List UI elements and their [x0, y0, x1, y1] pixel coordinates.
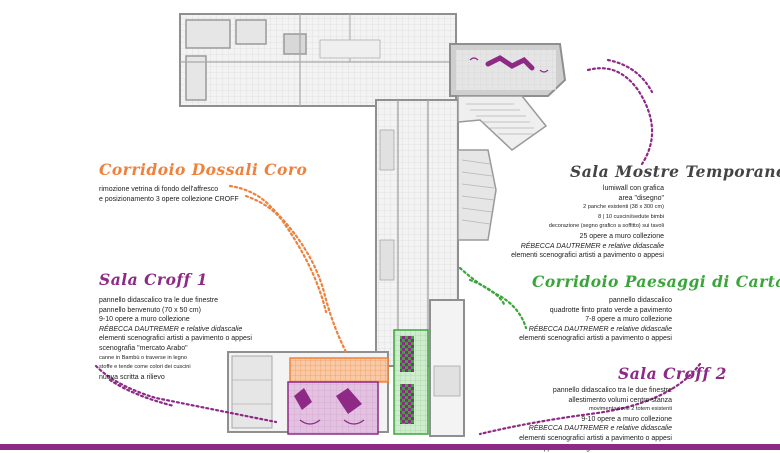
sala-mostre-line-4: 8 | 10 cuscini/sedute bimbi [598, 213, 664, 220]
sala-mostre-line-8: elementi scenografici artisti a paviment… [511, 252, 664, 260]
corridoio-paesaggi-line-4: RÉBECCA DAUTREMER e relative didascalie [528, 325, 672, 333]
sala-croff-1-area [287, 381, 379, 435]
footprints-orange [228, 184, 348, 354]
corridoio-dossali-title: Corridoio Dossali Coro [99, 160, 308, 179]
corridoio-paesaggi-lines: pannello didascalico quadrotte finto pra… [519, 296, 672, 344]
sala-croff-2-line-6: elementi scenografici artisti a paviment… [519, 434, 672, 442]
sala-mostre-line-7: RÉBECCA DAUTREMER e relative didascalie [520, 242, 664, 250]
corridoio-dossali-line-1: rimozione vetrina di fondo dell'affresco [99, 186, 219, 193]
sala-mostre-line-2: area "disegno" [618, 194, 664, 202]
sala-croff-2-line-4: 9-10 opere a muro collezione [581, 415, 672, 423]
corridoio-dossali-area [289, 357, 389, 383]
sala-croff-1-line-4: RÉBECCA DAUTREMER e relative didascalie [99, 325, 243, 333]
sala-mostre-room [449, 43, 567, 97]
top-wing [179, 13, 457, 107]
bottom-accent-bar [0, 444, 780, 450]
corridoio-paesaggi-title: Corridoio Paesaggi di Carta [532, 272, 780, 291]
sala-croff-2-lines: pannello didascalico tra le due finestre… [519, 386, 672, 453]
sala-croff-1-line-5: elementi scenografici artisti a paviment… [99, 335, 252, 343]
sala-croff-2-line-2: allestimento volumi centro stanza [568, 396, 673, 404]
footprints-green [458, 266, 528, 330]
sala-croff-1-line-7: canne in Bambù o traverse in legno [99, 354, 188, 361]
sala-croff-2-line-1: pannello didascalico tra le due finestre [552, 387, 672, 394]
sala-croff-2-line-5: RÉBECCA DAUTREMER e relative didascalie [528, 425, 672, 433]
footprints-purple-left [94, 364, 278, 424]
sala-mostre-lines: lumiwall con grafica area "disegno" 2 pa… [511, 184, 664, 261]
sala-croff-1-lines: pannello didascalico tra le due finestre… [99, 296, 252, 382]
sala-croff-1-line-6: scenografia "mercato Arabo" [99, 344, 188, 352]
staircase [457, 95, 548, 241]
sala-mostre-line-5: decorazione (segno grafico a soffitto) s… [548, 223, 664, 230]
corridoio-paesaggi-line-1: pannello didascalico [608, 297, 672, 304]
corridoio-paesaggi-line-5: elementi scenografici artisti a paviment… [519, 335, 672, 343]
sala-croff-2-title: Sala Croff 2 [618, 364, 727, 383]
sala-croff-1-line-8: stoffe e tende come colori dei cuscini [99, 364, 191, 371]
sala-croff-1-line-3: 9-10 opere a muro collezione [99, 316, 190, 324]
sala-mostre-line-1: lumiwall con grafica [602, 185, 664, 192]
sala-mostre-line-3: 2 panche esistenti (38 x 300 cm) [583, 204, 664, 211]
sala-croff-2-line-3: movimentazione 2 totem esistenti [588, 406, 672, 413]
sala-croff-1-title: Sala Croff 1 [99, 270, 208, 289]
sala-mostre-line-6: 25 opere a muro collezione [579, 232, 664, 240]
corridoio-dossali-line-2: e posizionamento 3 opere collezione CROF… [99, 196, 239, 203]
sala-croff-2-area [429, 299, 465, 437]
corridoio-paesaggi-area [393, 329, 429, 435]
sala-croff-1-line-1: pannello didascalico tra le due finestre [99, 297, 219, 304]
sala-croff-1-line-9: nuova scritta a rilievo [99, 373, 165, 381]
sala-mostre-title: Sala Mostre Temporanee [570, 162, 780, 181]
corridoio-paesaggi-line-3: 7-8 opere a muro collezione [585, 316, 672, 324]
footprints-purple-right [478, 58, 702, 436]
sala-croff-1-line-2: pannello benvenuto (70 x 50 cm) [99, 306, 201, 314]
corridoio-paesaggi-line-2: quadrotte finto prato verde a pavimento [549, 306, 672, 314]
